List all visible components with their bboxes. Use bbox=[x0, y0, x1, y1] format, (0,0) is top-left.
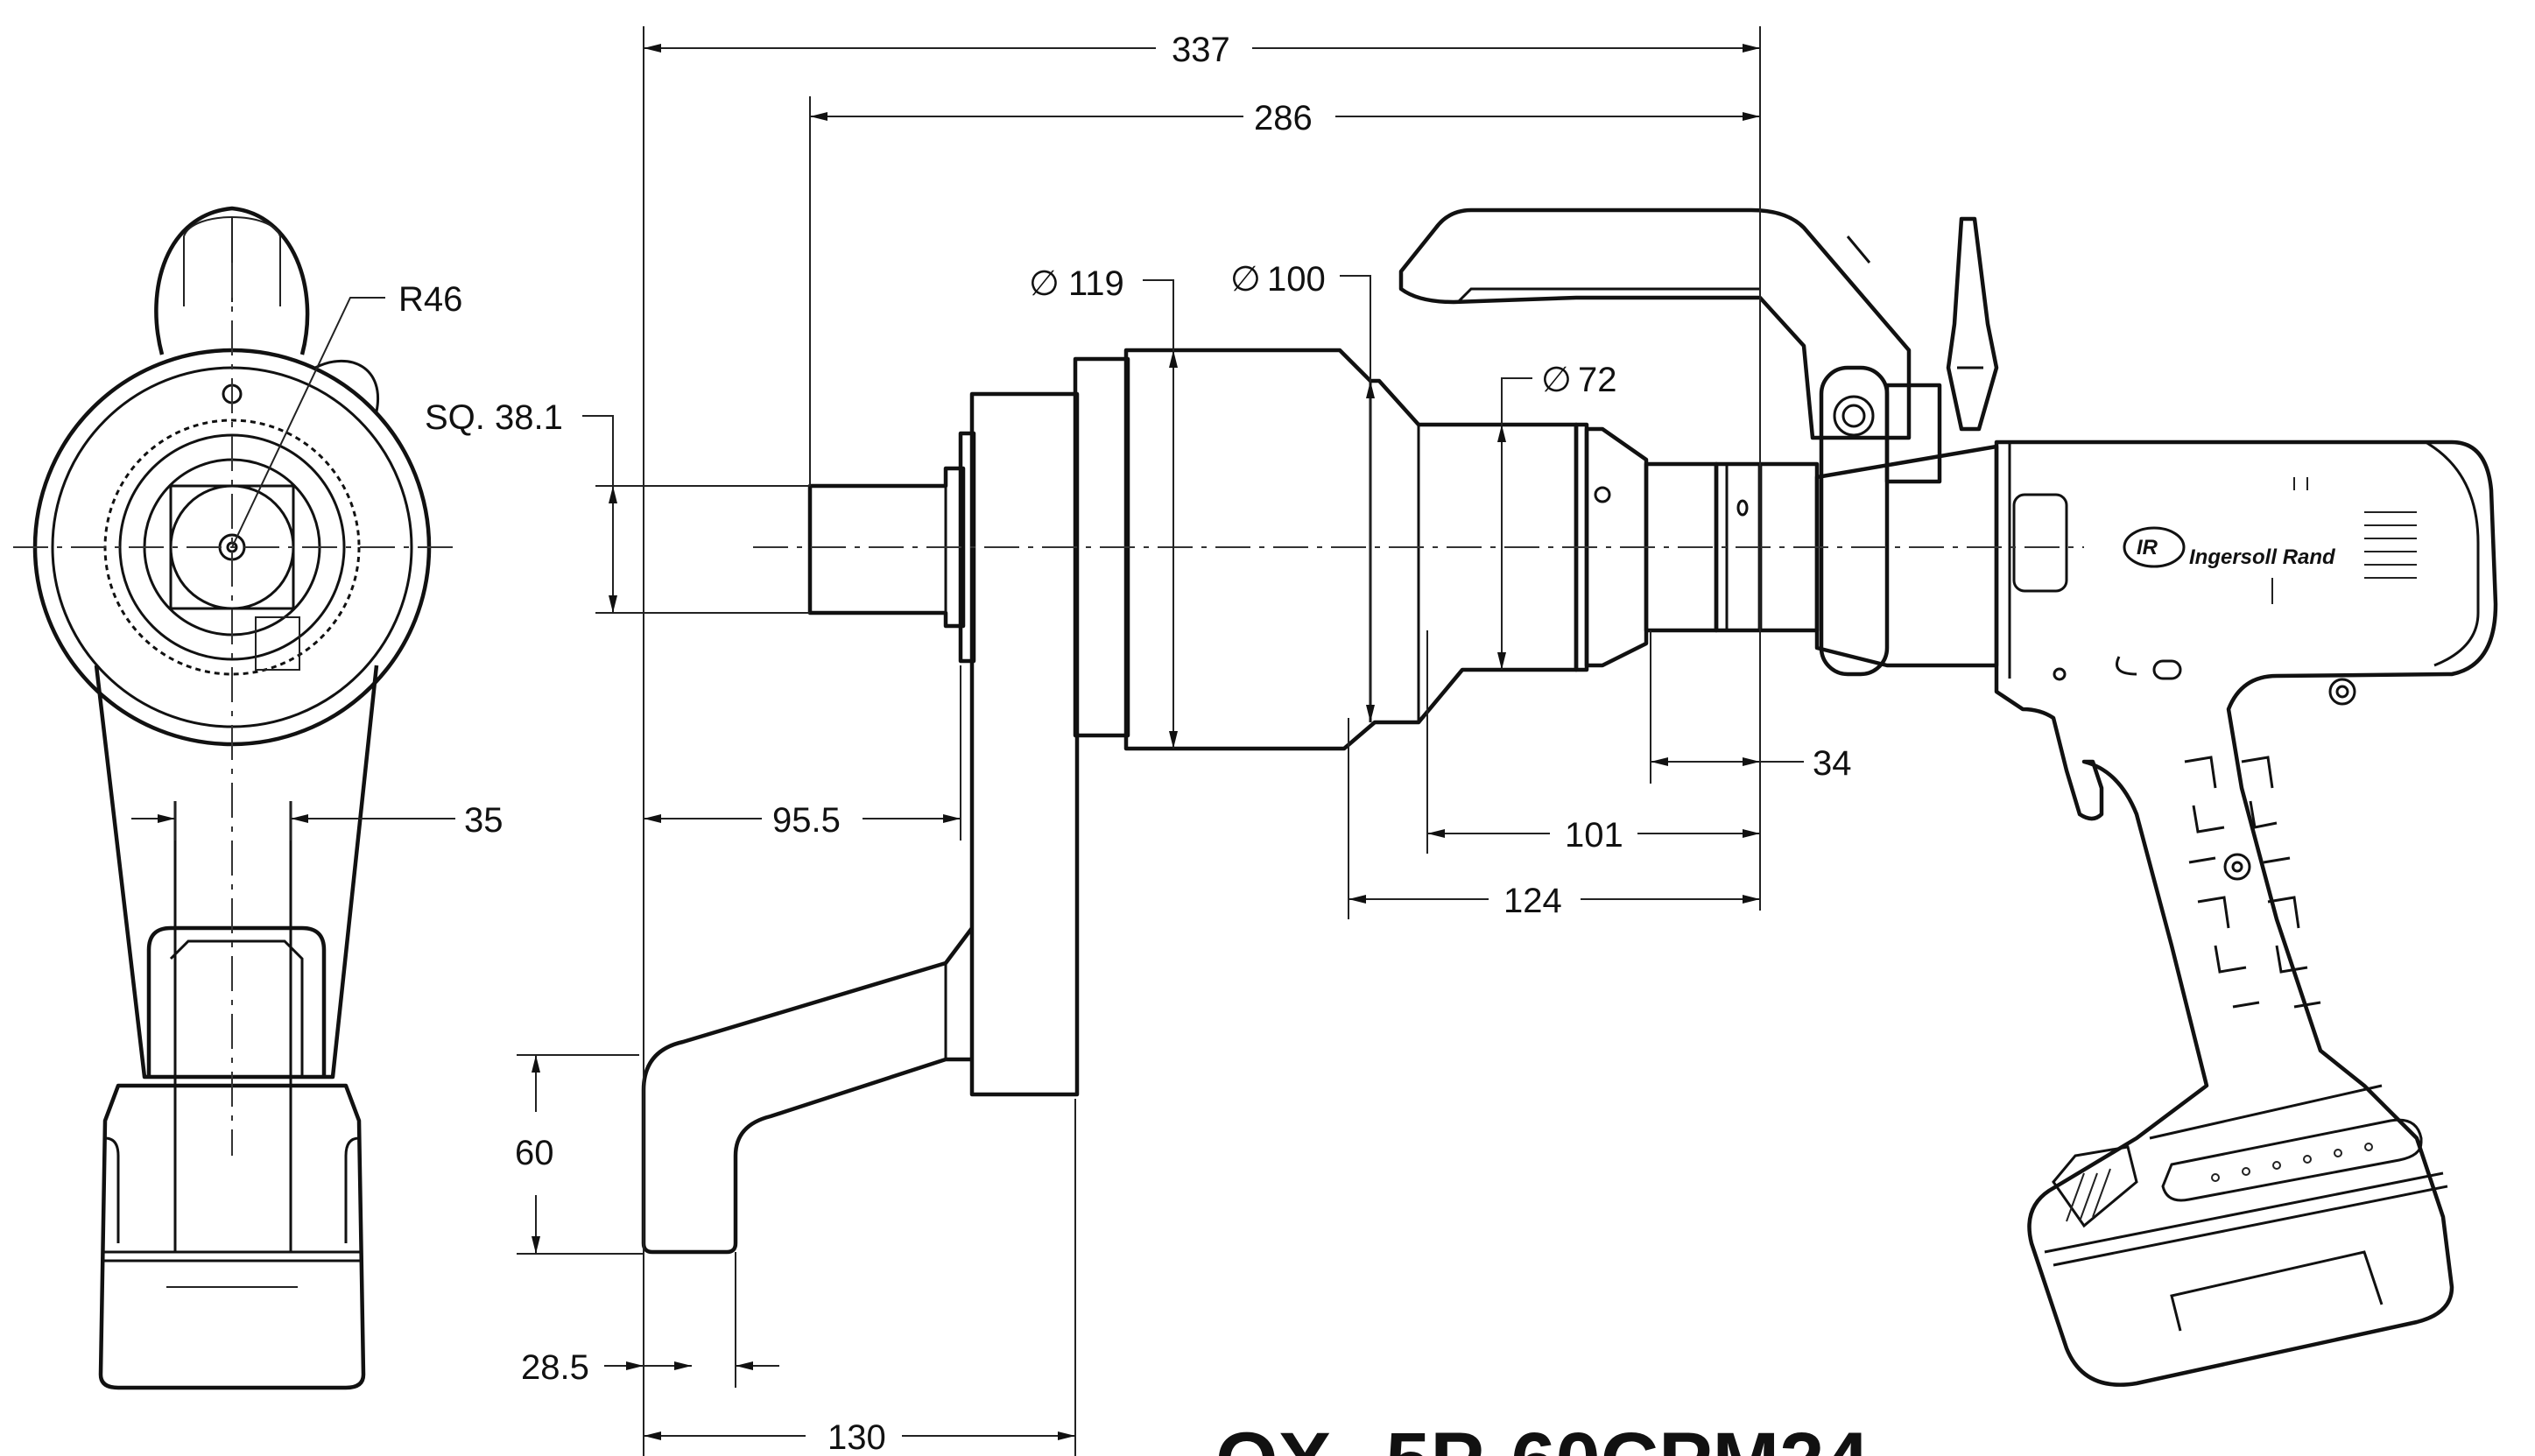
front-arm-window bbox=[146, 925, 327, 1077]
front-handle-outline bbox=[154, 206, 310, 355]
dim-arm-width: 35 bbox=[464, 801, 503, 840]
model-title: QX--5P-60CPM24 bbox=[1215, 1417, 1869, 1456]
diameter-symbol-100: ∅ bbox=[1230, 260, 1261, 299]
front-reaction-arm bbox=[94, 665, 379, 1080]
dim-dia-gearbox: 100 bbox=[1267, 260, 1326, 299]
dim-reaction-thickness: 28.5 bbox=[521, 1348, 589, 1387]
dim-reaction-offset: 95.5 bbox=[772, 801, 841, 840]
dim-length-from-square: 286 bbox=[1254, 99, 1313, 137]
side-vent-lines bbox=[2364, 511, 2417, 579]
dim-square-drive: SQ. 38.1 bbox=[425, 398, 563, 437]
side-handle-clamp bbox=[1819, 365, 1890, 677]
side-handle bbox=[1398, 207, 1912, 440]
diameter-symbol-72: ∅ bbox=[1541, 361, 1572, 399]
battery-gauge-strip bbox=[2161, 1118, 2423, 1202]
logo-brand-text: Ingersoll Rand bbox=[2189, 545, 2336, 569]
dim-reaction-height: 60 bbox=[515, 1134, 554, 1172]
dim-overall-length: 337 bbox=[1172, 31, 1230, 69]
side-square-drive bbox=[807, 466, 966, 629]
grip-pattern bbox=[2184, 756, 2321, 1009]
dim-dia-reaction-housing: 119 bbox=[1068, 264, 1124, 303]
brand-logo: IR Ingersoll Rand bbox=[2123, 526, 2336, 569]
diameter-symbol-119: ∅ bbox=[1029, 264, 1060, 303]
side-gear-housing bbox=[1123, 348, 1579, 751]
side-tool-body bbox=[1994, 440, 2498, 1387]
side-locking-pin bbox=[1946, 216, 1999, 432]
side-reaction-plate bbox=[969, 391, 1080, 1097]
dim-handle-offset: 101 bbox=[1565, 816, 1623, 855]
logo-monogram: IR bbox=[2137, 536, 2158, 559]
front-view: R46 SQ. 38.1 35 bbox=[13, 206, 614, 1390]
dim-dia-motor: 72 bbox=[1578, 361, 1617, 399]
dim-reaction-length: 130 bbox=[827, 1418, 886, 1456]
front-battery bbox=[98, 1083, 366, 1390]
dim-gear-offset: 124 bbox=[1503, 882, 1562, 920]
dim-motor-section: 34 bbox=[1813, 744, 1852, 783]
battery-latch bbox=[2052, 1145, 2138, 1228]
side-reaction-arm bbox=[641, 926, 974, 1255]
dimension-lines: 337 286 ∅ 119 ∅ 100 ∅ 72 bbox=[515, 26, 1852, 1456]
dim-radius: R46 bbox=[398, 280, 462, 319]
